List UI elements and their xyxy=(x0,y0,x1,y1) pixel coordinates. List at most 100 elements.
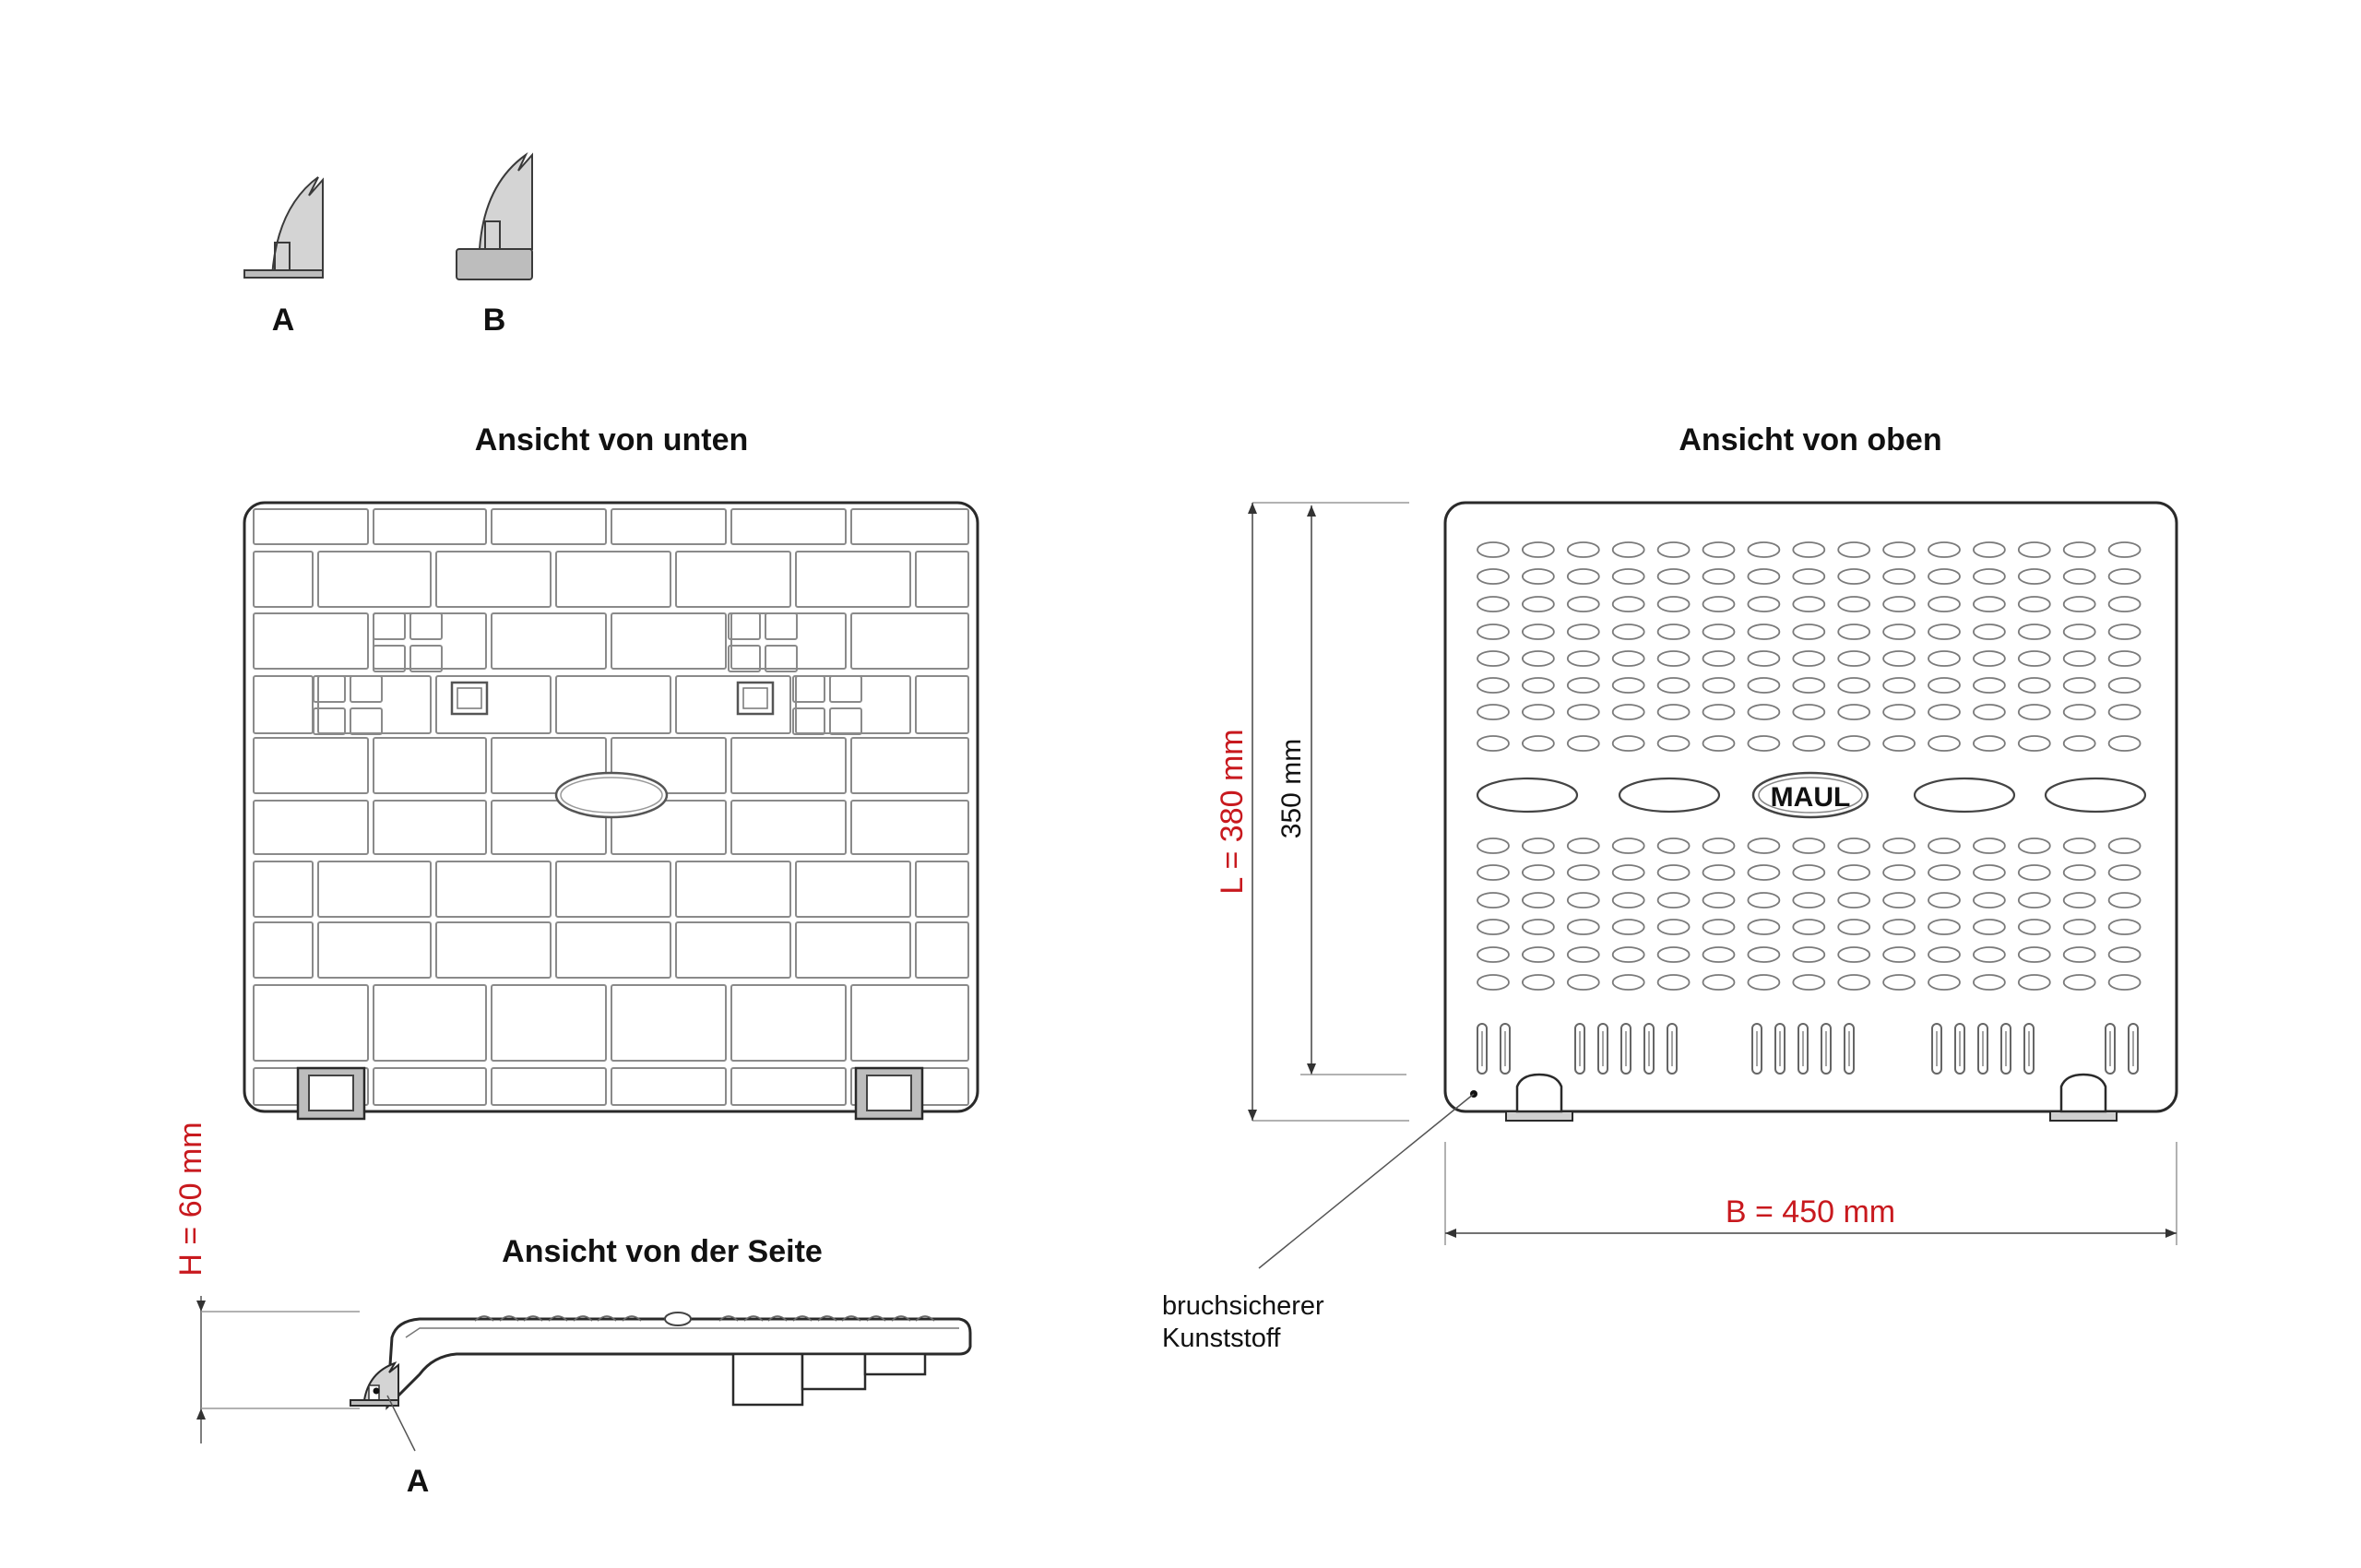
rib-small-cell xyxy=(350,707,383,735)
drain-slot xyxy=(1821,1023,1832,1075)
rib-cell xyxy=(795,551,911,608)
vent-hole xyxy=(2062,837,2096,854)
length-dimension-label: L = 380 mm xyxy=(1215,729,1250,894)
rib-small-cell xyxy=(728,645,761,672)
vent-hole xyxy=(1747,568,1781,585)
vent-hole xyxy=(1747,864,1781,881)
vent-hole xyxy=(1477,946,1510,963)
vent-hole xyxy=(1477,892,1510,909)
rib-cell xyxy=(611,984,727,1062)
drain-slot xyxy=(2128,1023,2139,1075)
vent-hole xyxy=(1611,624,1645,640)
bottom-view-foot-left xyxy=(296,1066,366,1121)
vent-hole xyxy=(1882,650,1916,667)
vent-hole xyxy=(1792,677,1826,694)
vent-hole xyxy=(1656,974,1691,991)
rib-cell xyxy=(317,861,432,918)
rib-cell xyxy=(491,508,607,545)
vent-hole xyxy=(1611,677,1645,694)
vent-hole xyxy=(2017,541,2051,558)
material-note-line1: bruchsicherer xyxy=(1162,1291,1324,1321)
length-dimension xyxy=(1248,502,1409,1122)
vent-hole xyxy=(1792,974,1826,991)
vent-hole xyxy=(1747,624,1781,640)
rib-small-cell xyxy=(728,612,761,640)
rib-cell xyxy=(435,675,552,734)
width-dimension xyxy=(1444,1142,2177,1245)
large-oval xyxy=(1618,777,1721,814)
foot-callout-leader xyxy=(386,1395,416,1452)
surface-bump xyxy=(499,1315,519,1322)
vent-hole xyxy=(1837,974,1871,991)
vent-hole xyxy=(1656,650,1691,667)
vent-hole xyxy=(1928,624,1961,640)
height-dimension-label: H = 60 mm xyxy=(173,1122,208,1276)
vent-hole xyxy=(1566,735,1600,752)
drain-slot xyxy=(2105,1023,2116,1075)
vent-hole xyxy=(1656,735,1691,752)
vent-hole xyxy=(2017,892,2051,909)
bottom-view-square-socket-right xyxy=(736,681,775,716)
vent-hole xyxy=(2107,837,2142,854)
vent-hole xyxy=(2017,735,2051,752)
vent-hole xyxy=(2017,837,2051,854)
vent-hole xyxy=(1611,568,1645,585)
vent-hole xyxy=(1882,919,1916,935)
vent-hole xyxy=(1837,624,1871,640)
rib-cell xyxy=(675,551,791,608)
rib-small-cell xyxy=(792,675,825,703)
vent-hole xyxy=(1702,892,1736,909)
vent-hole xyxy=(1656,864,1691,881)
inner-length-dimension xyxy=(1300,505,1406,1075)
bottom-view-ribs xyxy=(253,508,969,1106)
vent-hole xyxy=(1792,892,1826,909)
rib-cell xyxy=(611,737,727,794)
vent-hole xyxy=(2107,650,2142,667)
vent-hole xyxy=(1477,974,1510,991)
vent-hole xyxy=(2062,892,2096,909)
vent-hole xyxy=(1972,974,2006,991)
vent-hole xyxy=(1656,919,1691,935)
vent-hole xyxy=(1882,704,1916,720)
surface-bump xyxy=(548,1315,568,1322)
vent-hole xyxy=(1522,974,1555,991)
rib-cell xyxy=(675,921,791,979)
vent-hole xyxy=(1837,864,1871,881)
vent-hole xyxy=(1792,837,1826,854)
inner-length-dimension-label: 350 mm xyxy=(1276,739,1307,838)
rib-small-cell xyxy=(373,645,406,672)
rib-cell xyxy=(317,921,432,979)
vent-hole xyxy=(2107,919,2142,935)
drain-slot xyxy=(1643,1023,1655,1075)
vent-hole xyxy=(1656,568,1691,585)
rib-cell xyxy=(915,921,969,979)
drain-slot xyxy=(1500,1023,1511,1075)
width-dimension-label: B = 450 mm xyxy=(1726,1194,1895,1229)
vent-hole xyxy=(2062,946,2096,963)
vent-hole xyxy=(1837,568,1871,585)
vent-hole xyxy=(1747,974,1781,991)
vent-hole xyxy=(1747,541,1781,558)
vent-hole xyxy=(1477,541,1510,558)
vent-hole xyxy=(1747,677,1781,694)
vent-hole xyxy=(2062,568,2096,585)
large-oval xyxy=(2044,777,2147,814)
surface-bump xyxy=(743,1315,764,1322)
vent-hole xyxy=(2107,704,2142,720)
vent-hole xyxy=(1972,624,2006,640)
rib-small-cell xyxy=(313,707,346,735)
vent-hole xyxy=(1477,568,1510,585)
vent-hole xyxy=(1566,650,1600,667)
rib-cell xyxy=(730,737,847,794)
rib-cell xyxy=(611,508,727,545)
vent-hole xyxy=(2017,946,2051,963)
vent-hole xyxy=(1792,735,1826,752)
vent-hole xyxy=(1656,596,1691,612)
vent-hole xyxy=(1792,946,1826,963)
vent-hole xyxy=(1837,704,1871,720)
top-view-slots xyxy=(1477,1023,2139,1075)
rib-cell xyxy=(915,675,969,734)
vent-hole xyxy=(1882,735,1916,752)
vent-hole xyxy=(1882,677,1916,694)
vent-hole xyxy=(1928,677,1961,694)
